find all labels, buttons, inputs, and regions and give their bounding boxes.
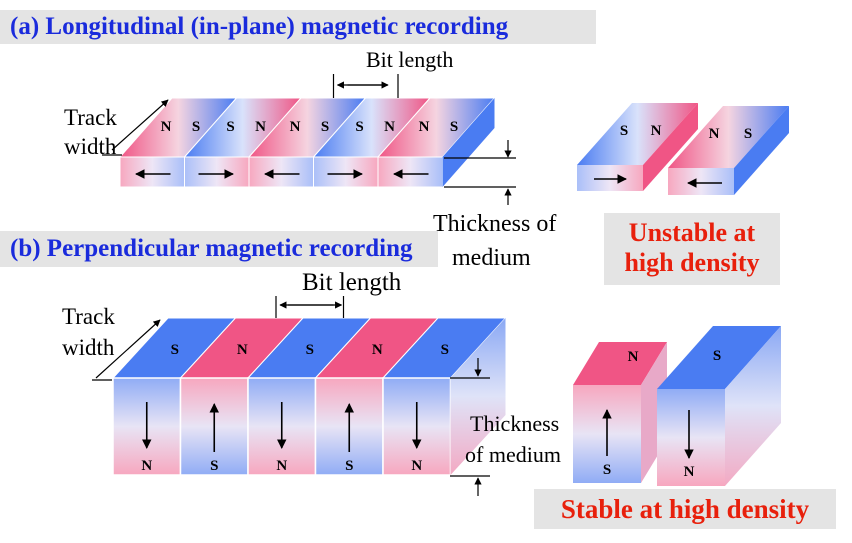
longitudinal-pole-label-9: N bbox=[419, 119, 430, 135]
pair-b-bottom-pole-1: S bbox=[603, 462, 611, 478]
perpendicular-top-pole-4: N bbox=[372, 342, 383, 358]
section-b-width-label: width bbox=[62, 335, 115, 360]
longitudinal-pole-label-7: S bbox=[355, 119, 363, 135]
pair-a-pole-4: S bbox=[744, 126, 752, 142]
section-a-bit-length-label: Bit length bbox=[366, 47, 454, 72]
pair-a-left-side bbox=[643, 103, 698, 191]
perpendicular-bottom-pole-3: N bbox=[276, 458, 287, 474]
perpendicular-strip-side bbox=[450, 318, 506, 475]
perpendicular-top-pole-1: S bbox=[171, 342, 179, 358]
pair-b-right-side bbox=[725, 326, 781, 486]
pair-a-left-top bbox=[577, 103, 698, 165]
longitudinal-pole-label-5: N bbox=[290, 119, 301, 135]
track-width-a-arrow bbox=[111, 99, 169, 151]
section-a-thickness-label: Thickness of bbox=[433, 211, 557, 237]
longitudinal-domain-front-1 bbox=[119, 156, 185, 188]
longitudinal-domain-front-5 bbox=[377, 156, 443, 188]
perpendicular-bottom-pole-2: S bbox=[210, 458, 218, 474]
pair-a-right-front bbox=[668, 168, 734, 195]
section-b-track-label: Track bbox=[62, 304, 115, 329]
unstable-verdict-box: Unstable at high density bbox=[604, 213, 780, 285]
pair-a-pole-1: S bbox=[620, 123, 628, 139]
longitudinal-domain-front-3 bbox=[248, 156, 314, 188]
longitudinal-pole-label-6: S bbox=[321, 119, 329, 135]
unstable-verdict-line1: Unstable at bbox=[628, 218, 756, 247]
track-width-b-arrow bbox=[95, 319, 161, 379]
longitudinal-pole-label-3: S bbox=[226, 119, 234, 135]
perpendicular-top-pole-5: S bbox=[441, 342, 449, 358]
perpendicular-top-pole-2: N bbox=[237, 342, 248, 358]
longitudinal-strip-side bbox=[442, 98, 495, 187]
pair-a-pole-2: N bbox=[651, 123, 662, 139]
unstable-verdict-line2: high density bbox=[624, 247, 760, 277]
longitudinal-pole-label-10: S bbox=[450, 119, 458, 135]
stable-verdict-box: Stable at high density bbox=[534, 489, 836, 529]
section-a-medium-label: medium bbox=[452, 245, 531, 271]
section-a-track-label: Track bbox=[64, 105, 117, 130]
section-b-medium-label: of medium bbox=[465, 442, 561, 467]
section-a-title: (a) Longitudinal (in-plane) magnetic rec… bbox=[0, 10, 596, 44]
perpendicular-domain-front-5 bbox=[382, 377, 452, 476]
section-b-title: (b) Perpendicular magnetic recording bbox=[0, 231, 438, 267]
perpendicular-bottom-pole-1: N bbox=[141, 458, 152, 474]
perpendicular-top-pole-3: S bbox=[306, 342, 314, 358]
pair-b-right-front bbox=[657, 389, 725, 486]
section-a-width-label: width bbox=[64, 134, 117, 159]
pair-a-right-side bbox=[734, 106, 789, 195]
longitudinal-pole-label-2: S bbox=[192, 119, 200, 135]
pair-b-right-top bbox=[657, 326, 781, 389]
longitudinal-domain-front-2 bbox=[184, 156, 250, 188]
longitudinal-pole-label-4: N bbox=[255, 119, 266, 135]
section-b-thickness-label: Thickness bbox=[470, 411, 560, 436]
pair-b-bottom-pole-2: N bbox=[684, 464, 695, 480]
perpendicular-bottom-pole-5: N bbox=[411, 458, 422, 474]
perpendicular-bottom-pole-4: S bbox=[345, 458, 353, 474]
pair-a-pole-3: N bbox=[709, 126, 720, 142]
pair-b-top-pole-2: S bbox=[713, 348, 721, 364]
pair-a-left-front bbox=[577, 165, 643, 191]
longitudinal-domain-front-4 bbox=[313, 156, 379, 188]
longitudinal-pole-label-8: N bbox=[384, 119, 395, 135]
pair-b-left-top bbox=[573, 342, 667, 385]
section-b-bit-length-label: Bit length bbox=[302, 269, 402, 296]
pair-a-right-top bbox=[668, 106, 789, 168]
pair-b-top-pole-1: N bbox=[628, 349, 639, 365]
longitudinal-pole-label-1: N bbox=[161, 119, 172, 135]
